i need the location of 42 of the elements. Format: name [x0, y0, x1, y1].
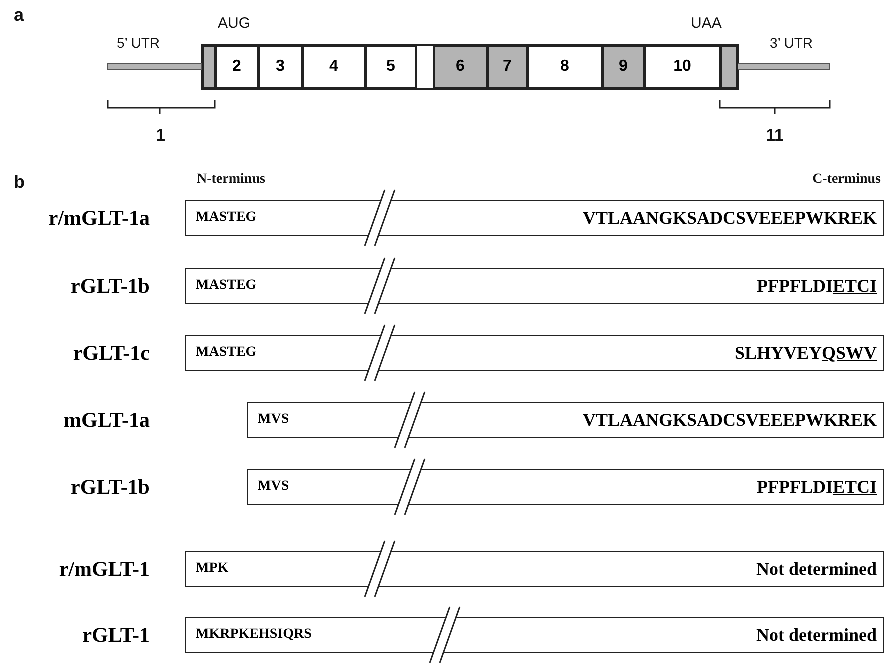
panel-label: a — [14, 6, 24, 24]
isoform-name: rGLT-1b — [71, 276, 150, 297]
terminus-label: N-terminus — [197, 173, 266, 187]
isoform-name: rGLT-1b — [71, 477, 150, 498]
c-terminal-sequence: Not determined — [756, 560, 877, 578]
exon-number: 11 — [766, 127, 784, 144]
panel-label: b — [14, 173, 25, 191]
utr-label: 5’ UTR — [117, 36, 160, 50]
n-terminal-sequence: MPK — [196, 562, 229, 576]
isoform-name: r/mGLT-1 — [59, 559, 150, 580]
isoform-name: mGLT-1a — [64, 410, 150, 431]
utr-label: 3’ UTR — [770, 36, 814, 50]
utr-end-box — [720, 45, 738, 89]
isoform-name: r/mGLT-1a — [48, 208, 150, 229]
exon-box: 5 — [365, 45, 417, 89]
n-terminal-sequence: MASTEG — [196, 346, 257, 360]
c-terminal-sequence: VTLAANGKSADCSVEEEPWKREK — [582, 411, 877, 429]
exon-number: 1 — [156, 127, 166, 144]
isoform-name: rGLT-1 — [82, 625, 150, 646]
exon-box: 6 — [433, 45, 488, 89]
isoform-name: rGLT-1c — [73, 343, 150, 364]
n-terminal-sequence: MKRPKEHSIQRS — [196, 628, 312, 642]
c-terminal-sequence: VTLAANGKSADCSVEEEPWKREK — [582, 209, 877, 227]
exon-box: 4 — [302, 45, 366, 89]
c-terminal-sequence: SLHYVEYQSWV — [734, 344, 877, 362]
terminus-label: C-terminus — [812, 173, 881, 187]
codon-label: AUG — [218, 16, 251, 31]
n-terminal-sequence: MASTEG — [196, 279, 257, 293]
c-terminal-sequence: PFPFLDIETCI — [756, 277, 877, 295]
exon-box: 3 — [258, 45, 303, 89]
n-terminal-sequence: MASTEG — [196, 211, 257, 225]
exon-box: 10 — [644, 45, 721, 89]
utr-end-box — [202, 45, 216, 89]
codon-label: UAA — [691, 16, 722, 31]
exon-box: 7 — [487, 45, 528, 89]
c-terminal-sequence: PFPFLDIETCI — [756, 478, 877, 496]
exon-box: 2 — [215, 45, 259, 89]
n-terminal-sequence: MVS — [258, 480, 290, 494]
exon-box: 8 — [527, 45, 603, 89]
exon-box: 9 — [602, 45, 645, 89]
c-terminal-sequence: Not determined — [756, 626, 877, 644]
n-terminal-sequence: MVS — [258, 413, 290, 427]
